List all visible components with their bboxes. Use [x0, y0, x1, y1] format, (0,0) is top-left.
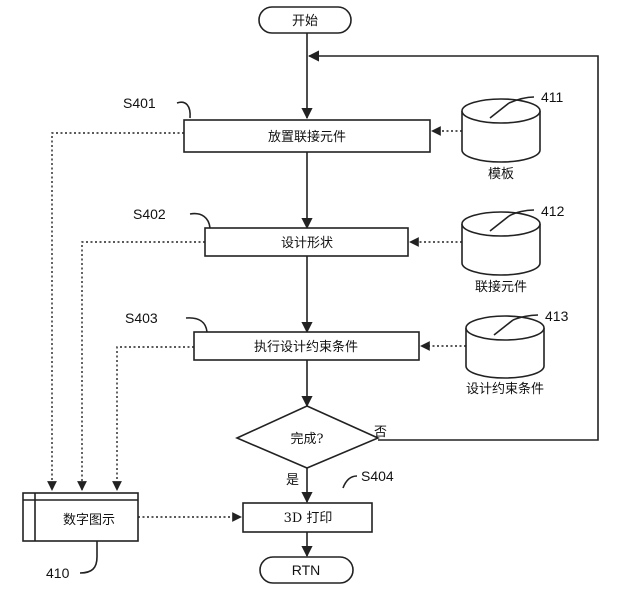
start-terminal: 开始: [258, 6, 352, 34]
database-411-id: 411: [541, 89, 564, 105]
end-label: RTN: [292, 562, 321, 578]
decision-yes-label: 是: [286, 473, 299, 488]
step-s401: 放置联接元件: [183, 119, 431, 153]
step-s401-label: 放置联接元件: [268, 129, 346, 145]
edge-s403-to-410: [112, 346, 194, 491]
step-s404-label: 3D 打印: [284, 511, 333, 526]
step-s402-label: 设计形状: [281, 236, 333, 251]
digital-rep-id: 410: [46, 565, 70, 581]
step-s402: 设计形状: [204, 227, 409, 257]
digital-rep-label: 数字图示: [63, 513, 115, 528]
database-413-id: 413: [545, 308, 569, 324]
database-412-id: 412: [541, 203, 565, 219]
step-s404-id: S404: [361, 468, 394, 484]
leader-410: [79, 541, 98, 574]
leader-s403: [185, 317, 208, 333]
leader-s401: [176, 101, 191, 119]
edge-s402-to-410: [77, 241, 205, 491]
end-terminal: RTN: [259, 556, 354, 584]
step-s403-id: S403: [125, 310, 158, 326]
decision-no-label: 否: [374, 425, 387, 440]
decision-label: 完成?: [291, 432, 324, 447]
step-s403: 执行设计约束条件: [193, 331, 420, 361]
step-s404: 3D 打印: [242, 502, 373, 533]
leader-s402: [189, 212, 211, 229]
database-411-label: 模板: [488, 167, 514, 182]
start-label: 开始: [292, 14, 318, 29]
leader-s404: [342, 475, 358, 489]
database-413-label: 设计约束条件: [466, 381, 544, 397]
step-s401-id: S401: [123, 95, 156, 111]
step-s402-id: S402: [133, 206, 166, 222]
database-411: [461, 96, 541, 163]
database-412-label: 联接元件: [475, 279, 527, 295]
digital-representation: 数字图示: [22, 492, 139, 542]
database-412: [461, 209, 541, 276]
step-s403-label: 执行设计约束条件: [254, 339, 358, 355]
edge-decision-no-loop: [307, 50, 599, 441]
edge-s401-to-410: [47, 132, 184, 491]
database-413: [465, 314, 545, 379]
decision-complete: 完成?: [235, 405, 380, 469]
